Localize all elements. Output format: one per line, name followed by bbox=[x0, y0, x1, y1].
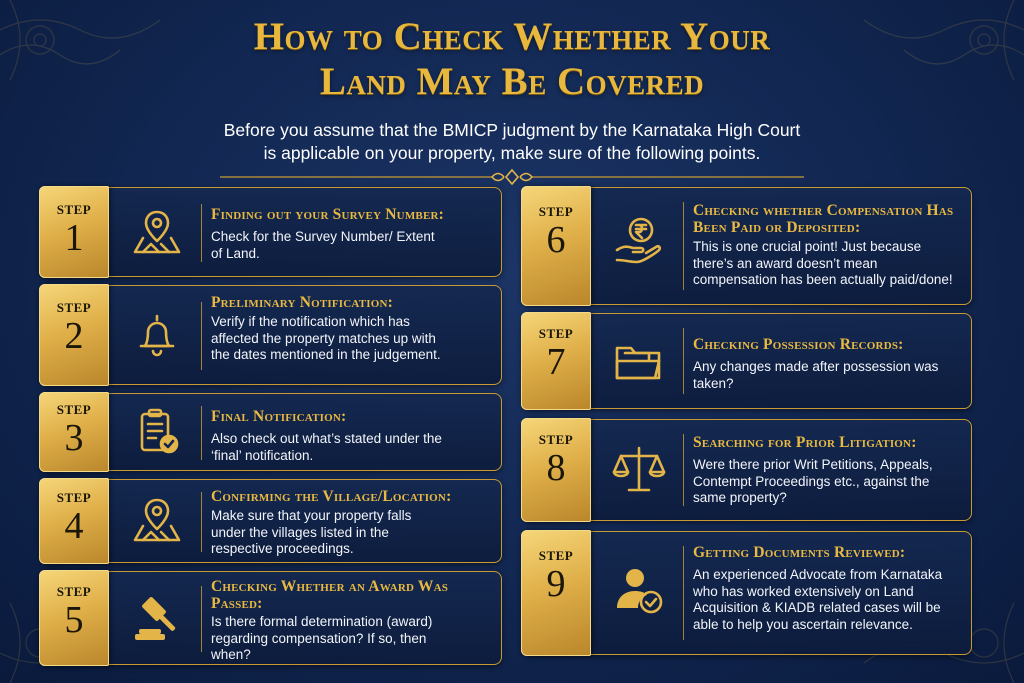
step-description: An experienced Advocate from Karnataka w… bbox=[693, 567, 943, 632]
step-description: Make sure that your property falls under… bbox=[211, 508, 412, 557]
step-number: 3 bbox=[64, 417, 84, 459]
step-card-1: STEP 1 Finding out your Survey Number: C… bbox=[39, 186, 502, 278]
step-badge: STEP 6 bbox=[521, 186, 591, 306]
step-label: STEP bbox=[56, 402, 92, 417]
card-divider bbox=[201, 406, 202, 460]
bell-icon bbox=[129, 308, 185, 364]
step-badge: STEP 8 bbox=[521, 418, 591, 522]
step-number: 9 bbox=[546, 563, 566, 605]
step-text: Preliminary Notification: Verify if the … bbox=[211, 294, 491, 364]
step-number: 8 bbox=[546, 447, 566, 489]
step-text: Confirming the Village/Location: Make su… bbox=[211, 488, 491, 558]
card-divider bbox=[683, 202, 684, 290]
card-divider bbox=[201, 492, 202, 552]
title-line-2: Land May Be Covered bbox=[319, 60, 705, 103]
user-check-icon bbox=[611, 562, 667, 618]
step-number: 4 bbox=[64, 505, 84, 547]
step-label: STEP bbox=[56, 300, 92, 315]
step-heading: Finding out your Survey Number: bbox=[211, 206, 444, 223]
step-card-6: STEP 6 Checking whether Compensation Has… bbox=[521, 186, 972, 306]
step-card-7: STEP 7 Checking Possession Records: Any … bbox=[521, 312, 972, 410]
card-divider bbox=[683, 434, 684, 506]
map-pin-icon bbox=[129, 492, 185, 548]
step-card-8: STEP 8 Searching for Prior Litigation: W… bbox=[521, 418, 972, 522]
step-heading: Final Notification: bbox=[211, 408, 347, 425]
step-card-5: STEP 5 Checking Whether an Award Was Pas… bbox=[39, 570, 502, 666]
step-number: 7 bbox=[546, 341, 566, 383]
step-text: Checking Possession Records: Any changes… bbox=[693, 336, 961, 392]
step-description: Any changes made after possession was ta… bbox=[693, 359, 939, 391]
step-label: STEP bbox=[538, 548, 574, 563]
step-label: STEP bbox=[56, 490, 92, 505]
gavel-icon bbox=[129, 590, 185, 646]
subtitle-line-1: Before you assume that the BMICP judgmen… bbox=[223, 120, 801, 140]
step-number: 1 bbox=[64, 217, 84, 259]
scales-icon bbox=[611, 442, 667, 498]
step-badge: STEP 4 bbox=[39, 478, 109, 564]
step-number: 5 bbox=[64, 599, 84, 641]
step-heading: Checking whether Compensation Has Been P… bbox=[693, 202, 954, 236]
card-divider bbox=[201, 586, 202, 652]
subtitle-line-2: is applicable on your property, make sur… bbox=[263, 143, 761, 163]
step-label: STEP bbox=[56, 584, 92, 599]
step-label: STEP bbox=[538, 432, 574, 447]
step-heading: Preliminary Notification: bbox=[211, 294, 394, 311]
card-divider bbox=[683, 546, 684, 640]
step-card-2: STEP 2 Preliminary Notification: Verify … bbox=[39, 284, 502, 386]
step-description: Also check out what’s stated under the ‘… bbox=[211, 431, 442, 463]
step-badge: STEP 9 bbox=[521, 530, 591, 656]
step-description: This is one crucial point! Just because … bbox=[693, 239, 953, 288]
page-subtitle: Before you assume that the BMICP judgmen… bbox=[0, 119, 1024, 165]
step-text: Checking whether Compensation Has Been P… bbox=[693, 202, 961, 289]
step-text: Checking Whether an Award Was Passed: Is… bbox=[211, 578, 491, 664]
step-card-4: STEP 4 Confirming the Village/Location: … bbox=[39, 478, 502, 564]
step-label: STEP bbox=[538, 326, 574, 341]
ornamental-divider-icon bbox=[220, 168, 804, 186]
step-badge: STEP 1 bbox=[39, 186, 109, 278]
step-number: 2 bbox=[64, 315, 84, 357]
clipboard-check-icon bbox=[129, 404, 185, 460]
card-divider bbox=[683, 328, 684, 394]
step-description: Is there formal determination (award) re… bbox=[211, 614, 433, 663]
page-title: How to Check Whether Your Land May Be Co… bbox=[0, 14, 1024, 104]
step-badge: STEP 5 bbox=[39, 570, 109, 666]
step-badge: STEP 7 bbox=[521, 312, 591, 410]
card-divider bbox=[201, 204, 202, 262]
step-description: Were there prior Writ Petitions, Appeals… bbox=[693, 457, 933, 506]
step-badge: STEP 3 bbox=[39, 392, 109, 472]
map-pin-icon bbox=[129, 204, 185, 260]
step-heading: Confirming the Village/Location: bbox=[211, 488, 452, 505]
step-text: Final Notification: Also check out what’… bbox=[211, 408, 491, 464]
title-line-1: How to Check Whether Your bbox=[253, 15, 771, 58]
step-text: Getting Documents Reviewed: An experienc… bbox=[693, 544, 961, 633]
step-heading: Checking Whether an Award Was Passed: bbox=[211, 578, 449, 612]
step-badge: STEP 2 bbox=[39, 284, 109, 386]
step-card-3: STEP 3 Final Notification: Also check ou… bbox=[39, 392, 502, 472]
step-text: Finding out your Survey Number: Check fo… bbox=[211, 206, 491, 262]
card-divider bbox=[201, 302, 202, 370]
step-text: Searching for Prior Litigation: Were the… bbox=[693, 434, 961, 507]
step-card-9: STEP 9 Getting Documents Reviewed: An ex… bbox=[521, 530, 972, 656]
step-description: Verify if the notification which has aff… bbox=[211, 314, 441, 363]
step-heading: Getting Documents Reviewed: bbox=[693, 544, 906, 561]
step-label: STEP bbox=[56, 202, 92, 217]
step-heading: Searching for Prior Litigation: bbox=[693, 434, 917, 451]
step-description: Check for the Survey Number/ Extent of L… bbox=[211, 229, 435, 261]
step-number: 6 bbox=[546, 219, 566, 261]
folder-icon bbox=[611, 334, 667, 390]
step-heading: Checking Possession Records: bbox=[693, 336, 904, 353]
rupee-hand-icon bbox=[611, 212, 667, 268]
step-label: STEP bbox=[538, 204, 574, 219]
